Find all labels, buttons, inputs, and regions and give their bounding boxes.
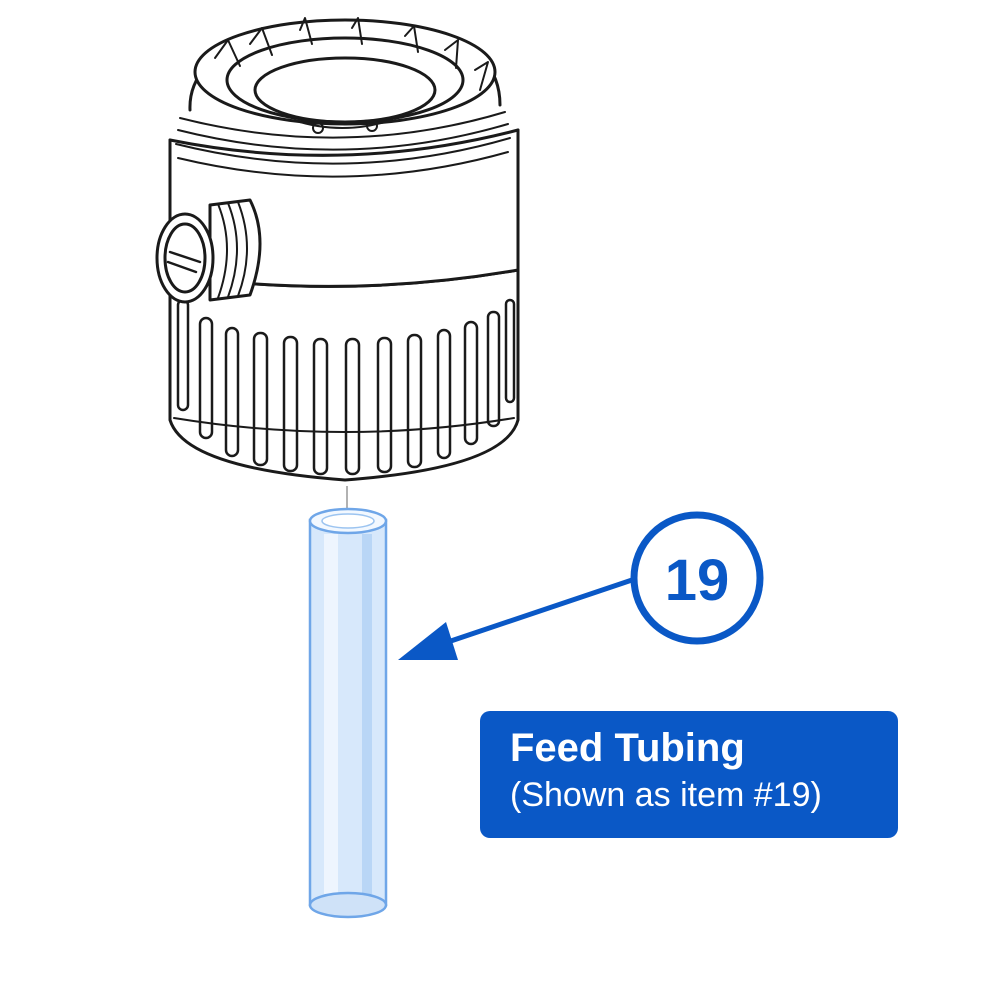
callout-badge: 19 xyxy=(630,511,764,645)
callout-number: 19 xyxy=(665,548,730,613)
leader-arrow-icon xyxy=(398,577,635,660)
feed-tubing-label: Feed Tubing (Shown as item #19) xyxy=(480,711,898,838)
valve-housing-icon xyxy=(155,17,520,482)
label-subtitle: (Shown as item #19) xyxy=(510,776,822,814)
label-title: Feed Tubing xyxy=(510,726,745,770)
feed-tubing-icon xyxy=(308,507,388,919)
